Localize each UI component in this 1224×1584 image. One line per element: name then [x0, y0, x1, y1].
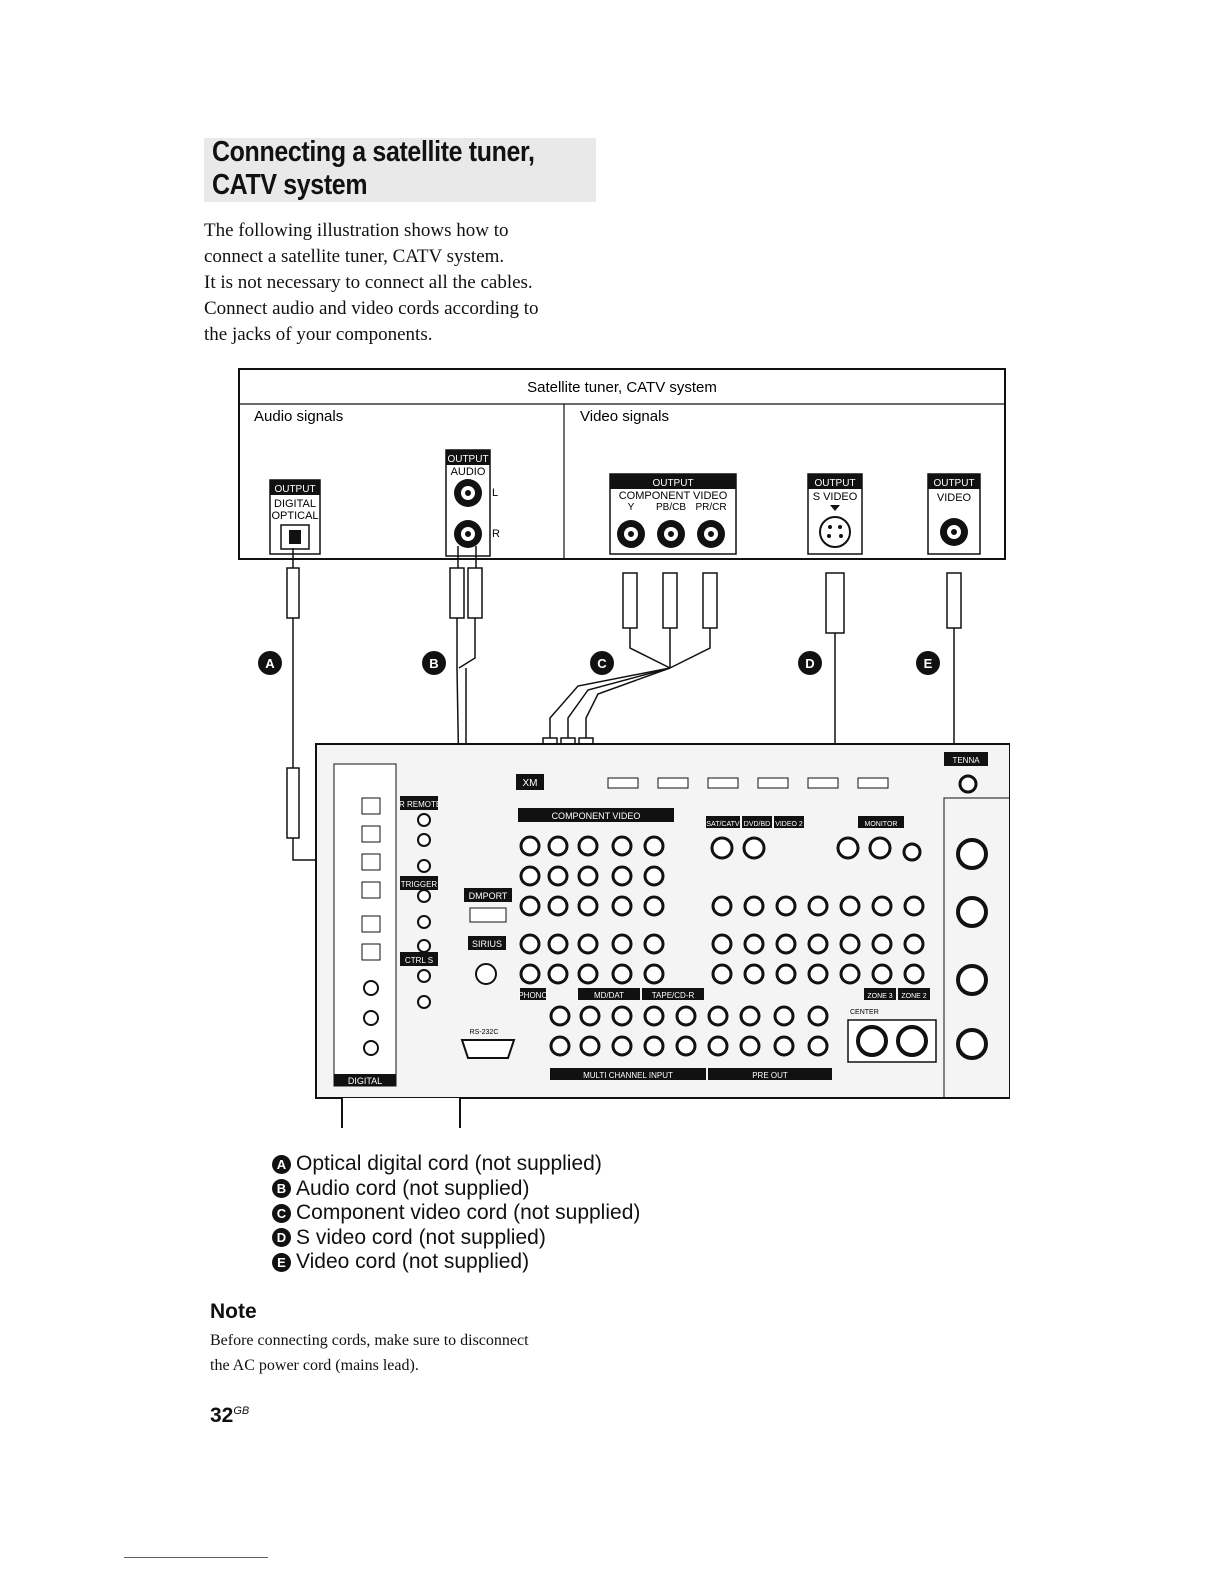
zone3-label: ZONE 3	[867, 993, 892, 1000]
footnote-divider	[124, 1557, 268, 1558]
page-number-value: 32	[210, 1404, 234, 1427]
legend-text: Audio cord (not supplied)	[296, 1176, 530, 1200]
y-label: Y	[628, 502, 635, 513]
output-label: OUTPUT	[274, 484, 315, 495]
legend-text: Optical digital cord (not supplied)	[296, 1152, 602, 1175]
cord-letter-markers: A B C D E	[258, 651, 940, 675]
page-number-suffix: GB	[233, 1405, 250, 1417]
audio-signals-label: Audio signals	[254, 408, 343, 425]
receiver-back-panel: DIGITAL IR REMOTE TRIGGER CTRL S XM DMPO…	[315, 743, 1010, 1128]
intro-line: The following illustration shows how to	[204, 220, 509, 241]
device-label: Satellite tuner, CATV system	[527, 379, 717, 396]
audio-l-label: L	[492, 487, 498, 499]
intro-line: connect a satellite tuner, CATV system.	[204, 246, 505, 267]
sirius-label: SIRIUS	[472, 939, 502, 949]
legend-badge-c: C	[272, 1203, 291, 1223]
legend-badge-e: E	[272, 1252, 291, 1272]
audio-r-label: R	[492, 528, 500, 540]
title-line-2: CATV system	[212, 169, 368, 201]
satellite-tuner-panel: Satellite tuner, CATV system Audio signa…	[238, 368, 1006, 560]
legend-text: Video cord (not supplied)	[296, 1250, 530, 1273]
audio-output-jacks: OUTPUT AUDIO L R	[445, 449, 500, 557]
digital-label: DIGITAL	[274, 498, 316, 510]
intro-line: It is not necessary to connect all the c…	[204, 272, 533, 293]
video-signals-label: Video signals	[580, 408, 669, 425]
tape-cdr-label: TAPE/CD-R	[652, 991, 695, 1000]
title-background	[204, 138, 596, 202]
ctrl-s-label: CTRL S	[405, 956, 433, 965]
pre-out-label: PRE OUT	[752, 1071, 788, 1080]
legend-badge-a: A	[272, 1154, 291, 1174]
center-label: CENTER	[850, 1009, 879, 1016]
video2-label: VIDEO 2	[775, 821, 803, 828]
optical-output-jack: OUTPUT DIGITAL OPTICAL	[269, 479, 321, 555]
cord-letter-e: E	[924, 656, 933, 671]
connection-diagram: Satellite tuner, CATV system Audio signa…	[238, 368, 1010, 1128]
section-title: Connecting a satellite tuner, CATV syste…	[212, 136, 535, 202]
zone2-label: ZONE 2	[901, 993, 926, 1000]
note-line: Before connecting cords, make sure to di…	[210, 1332, 529, 1349]
video-label: VIDEO	[937, 492, 972, 504]
output-label: OUTPUT	[652, 478, 693, 489]
md-dat-label: MD/DAT	[594, 991, 624, 1000]
prcr-label: PR/CR	[695, 502, 726, 513]
intro-line: Connect audio and video cords according …	[204, 298, 539, 319]
ir-remote-label: IR REMOTE	[397, 800, 441, 809]
page-number: 32GB	[210, 1404, 249, 1428]
cord-letter-b: B	[429, 656, 438, 671]
note-text: Before connecting cords, make sure to di…	[210, 1328, 529, 1378]
antenna-label: TENNA	[952, 756, 980, 765]
phono-label: PHONO	[518, 991, 547, 1000]
multi-channel-input-label: MULTI CHANNEL INPUT	[583, 1071, 673, 1080]
output-label: OUTPUT	[447, 454, 488, 465]
pbcb-label: PB/CB	[656, 502, 686, 513]
note-line: the AC power cord (mains lead).	[210, 1357, 419, 1374]
cord-letter-a: A	[265, 656, 275, 671]
optical-label: OPTICAL	[271, 510, 318, 522]
legend-badge-d: D	[272, 1228, 291, 1248]
legend-text: Component video cord (not supplied)	[296, 1201, 641, 1224]
s-video-output-jack: OUTPUT S VIDEO	[807, 473, 863, 555]
s-video-label: S VIDEO	[813, 491, 858, 503]
trigger-label: TRIGGER	[401, 880, 438, 889]
digital-block-label: DIGITAL	[348, 1076, 382, 1086]
video-output-jack: OUTPUT VIDEO	[927, 473, 981, 555]
legend-badge-b: B	[272, 1179, 291, 1199]
sat-catv-label: SAT/CATV	[706, 821, 740, 828]
component-video-label: COMPONENT VIDEO	[619, 490, 728, 502]
intro-paragraph: The following illustration shows how to …	[204, 218, 624, 348]
cord-letter-c: C	[597, 656, 607, 671]
dmport-label: DMPORT	[469, 891, 508, 901]
intro-line: the jacks of your components.	[204, 324, 433, 345]
title-line-1: Connecting a satellite tuner,	[212, 136, 535, 168]
audio-label: AUDIO	[451, 466, 486, 478]
dvd-bd-label: DVD/BD	[744, 821, 770, 828]
cord-letter-d: D	[805, 656, 814, 671]
legend-text: S video cord (not supplied)	[296, 1225, 546, 1249]
component-video-output-jacks: OUTPUT COMPONENT VIDEO Y PB/CB PR/CR	[609, 473, 737, 555]
monitor-label: MONITOR	[865, 821, 898, 828]
xm-label: XM	[523, 778, 538, 789]
note-heading: Note	[210, 1300, 257, 1323]
output-label: OUTPUT	[933, 478, 974, 489]
output-label: OUTPUT	[814, 478, 855, 489]
rs232c-label: RS-232C	[470, 1029, 499, 1036]
component-video-input-label: COMPONENT VIDEO	[552, 811, 641, 821]
